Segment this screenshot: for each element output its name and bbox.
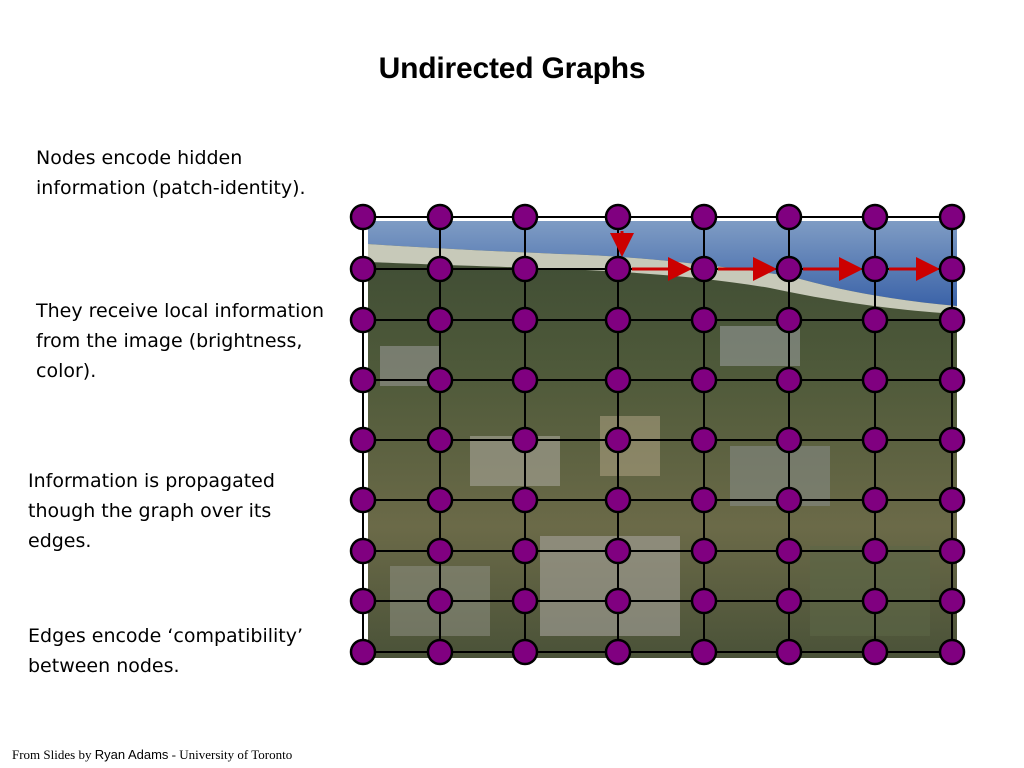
- graph-node: [938, 587, 966, 615]
- slide-title: Undirected Graphs: [378, 52, 646, 85]
- graph-node: [511, 537, 539, 565]
- graph-node: [604, 638, 632, 666]
- graph-node: [938, 255, 966, 283]
- footer-credit: From Slides by Ryan Adams - University o…: [12, 747, 292, 763]
- graph-node: [775, 486, 803, 514]
- graph-node: [775, 255, 803, 283]
- paragraph-nodes: Nodes encode hidden information (patch-i…: [36, 147, 306, 199]
- graph-node: [511, 587, 539, 615]
- graph-node: [426, 366, 454, 394]
- footer-suffix: - University of Toronto: [171, 747, 293, 762]
- graph-node: [349, 366, 377, 394]
- graph-node: [938, 638, 966, 666]
- graph-node: [604, 426, 632, 454]
- graph-node: [775, 426, 803, 454]
- graph-node: [775, 203, 803, 231]
- graph-node: [861, 306, 889, 334]
- graph-node: [511, 255, 539, 283]
- graph-node: [690, 306, 718, 334]
- graph-node: [690, 486, 718, 514]
- graph-node: [938, 426, 966, 454]
- graph-node: [861, 203, 889, 231]
- graph-node: [604, 255, 632, 283]
- graph-node: [426, 306, 454, 334]
- graph-node: [349, 203, 377, 231]
- graph-node: [349, 587, 377, 615]
- graph-node: [775, 587, 803, 615]
- graph-node: [511, 366, 539, 394]
- graph-node: [511, 638, 539, 666]
- grid-graph-figure: [349, 203, 966, 666]
- graph-node: [349, 638, 377, 666]
- graph-node: [775, 366, 803, 394]
- graph-node: [775, 306, 803, 334]
- graph-node: [604, 486, 632, 514]
- graph-node: [604, 306, 632, 334]
- graph-node: [426, 203, 454, 231]
- graph-node: [426, 255, 454, 283]
- footer-author: Ryan Adams: [94, 747, 169, 762]
- graph-node: [690, 587, 718, 615]
- graph-node: [426, 537, 454, 565]
- graph-node: [349, 255, 377, 283]
- graph-node: [511, 486, 539, 514]
- graph-node: [349, 537, 377, 565]
- graph-node: [861, 638, 889, 666]
- graph-node: [861, 587, 889, 615]
- graph-node: [690, 366, 718, 394]
- graph-node: [426, 587, 454, 615]
- graph-node: [349, 306, 377, 334]
- graph-node: [938, 203, 966, 231]
- graph-node: [511, 203, 539, 231]
- graph-node: [938, 306, 966, 334]
- graph-node: [426, 638, 454, 666]
- graph-node: [861, 426, 889, 454]
- footer-prefix: From Slides by: [12, 747, 92, 762]
- graph-nodes: [349, 203, 966, 666]
- graph-node: [690, 638, 718, 666]
- graph-node: [690, 426, 718, 454]
- graph-node: [938, 486, 966, 514]
- graph-node: [604, 537, 632, 565]
- graph-node: [349, 486, 377, 514]
- graph-node: [426, 426, 454, 454]
- graph-node: [938, 537, 966, 565]
- graph-node: [511, 306, 539, 334]
- graph-node: [775, 537, 803, 565]
- graph-node: [861, 366, 889, 394]
- graph-node: [690, 537, 718, 565]
- graph-node: [604, 203, 632, 231]
- graph-node: [511, 426, 539, 454]
- graph-node: [775, 638, 803, 666]
- graph-node: [938, 366, 966, 394]
- graph-node: [349, 426, 377, 454]
- paragraph-local-info: They receive local information from the …: [36, 300, 325, 382]
- graph-node: [861, 486, 889, 514]
- graph-node: [604, 587, 632, 615]
- message-arrows: [610, 231, 940, 281]
- paragraph-edges: Edges encode ‘compatibility’ between nod…: [28, 625, 304, 677]
- graph-node: [861, 255, 889, 283]
- graph-node: [426, 486, 454, 514]
- graph-node: [690, 255, 718, 283]
- paragraph-propagation: Information is propagated though the gra…: [28, 470, 275, 552]
- graph-node: [604, 366, 632, 394]
- graph-node: [690, 203, 718, 231]
- graph-node: [861, 537, 889, 565]
